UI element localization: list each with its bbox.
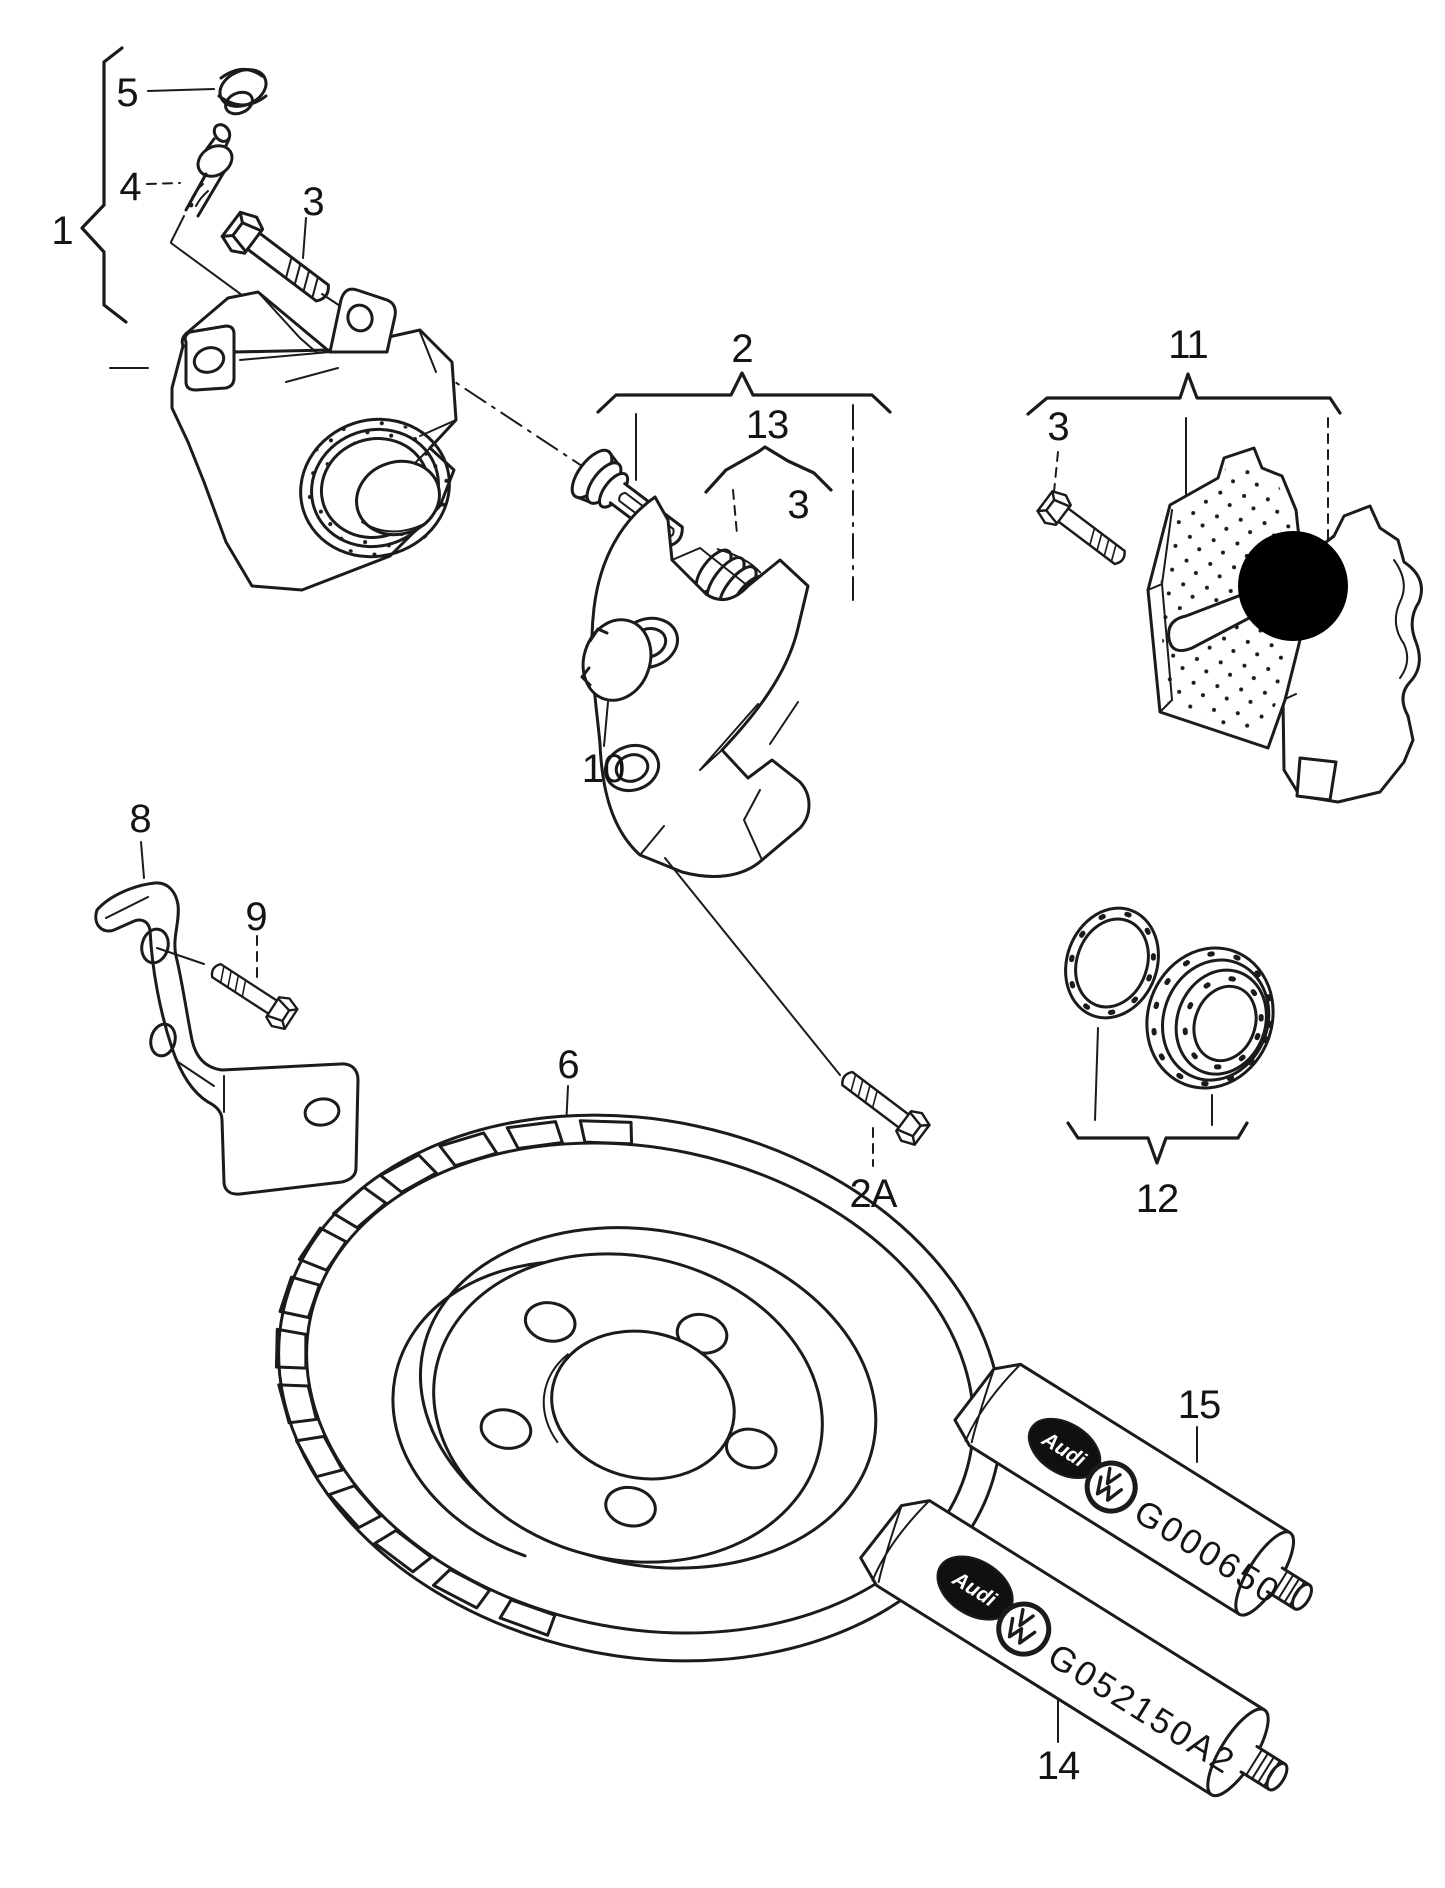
- callout-3-top: 3: [302, 180, 323, 224]
- disc-vent-slots: [274, 1119, 634, 1637]
- caliper-assembly-group: [80, 46, 586, 592]
- disc-hub: [391, 1252, 824, 1564]
- callout-9: 9: [245, 895, 266, 939]
- callout-15: 15: [1178, 1383, 1221, 1427]
- cap-drawing: [580, 618, 653, 747]
- callout-1: 1: [51, 209, 72, 253]
- callout-labels: 1 2 2A 3 3 3 4 5 6 8 9 10 11 12 13 14 15: [51, 71, 1221, 1788]
- leader-carrier-to-2a: [664, 857, 841, 1076]
- brake-carrier-drawing: [590, 495, 811, 878]
- bolt-2a-drawing: [664, 857, 934, 1167]
- vw-logo-icon: [996, 1601, 1052, 1657]
- brace-12: [1066, 1121, 1249, 1165]
- callout-11: 11: [1168, 323, 1208, 367]
- callout-3-sleeve: 3: [787, 483, 808, 527]
- guide-bolt-top-drawing: [217, 206, 341, 314]
- callout-3-pads: 3: [1047, 405, 1068, 449]
- brake-pads-group: [1026, 372, 1423, 804]
- brace-1: [80, 46, 128, 324]
- leader-3-pads: [1053, 451, 1059, 493]
- callout-2a: 2A: [850, 1172, 898, 1216]
- audi-logo: Audi: [1027, 1417, 1102, 1480]
- bleeder-valve-drawing: [146, 123, 234, 243]
- dust-cap-drawing: [147, 68, 268, 116]
- leader-hole-to-bolt9: [156, 947, 205, 965]
- piston-boot-drawing: [1145, 946, 1275, 1090]
- retainer-group: [94, 841, 360, 1196]
- callout-12: 12: [1136, 1177, 1179, 1221]
- o-ring-drawing: [1064, 906, 1160, 1020]
- retaining-spring-drawing: [94, 881, 360, 1196]
- redaction-dot: [1238, 531, 1348, 641]
- audi-logo: Audi: [936, 1555, 1014, 1621]
- callout-8: 8: [129, 797, 150, 841]
- bolt-9-drawing: [156, 935, 302, 1034]
- callout-4: 4: [119, 165, 141, 209]
- caliper-drawing: [170, 287, 458, 592]
- callout-13: 13: [746, 403, 789, 447]
- leader-8: [140, 841, 145, 879]
- leader-10: [603, 701, 609, 747]
- vw-logo-icon: [1084, 1460, 1138, 1514]
- carrier-group: [570, 371, 934, 1167]
- callout-6: 6: [557, 1043, 578, 1087]
- callout-14: 14: [1037, 1744, 1080, 1788]
- leader-12-oring: [1094, 1027, 1099, 1121]
- leader-13-sleeve: [732, 489, 738, 535]
- guide-bolt-pads-drawing: [1033, 486, 1135, 575]
- brace-2: [596, 371, 892, 414]
- grease-tube-14: Audi G052150A2: [859, 1499, 1289, 1798]
- brace-11: [1026, 372, 1342, 416]
- callout-5: 5: [116, 71, 137, 115]
- seal-kit-group: [1064, 906, 1275, 1165]
- brace-13: [704, 445, 833, 494]
- callout-2: 2: [731, 327, 752, 371]
- callout-10: 10: [582, 747, 625, 791]
